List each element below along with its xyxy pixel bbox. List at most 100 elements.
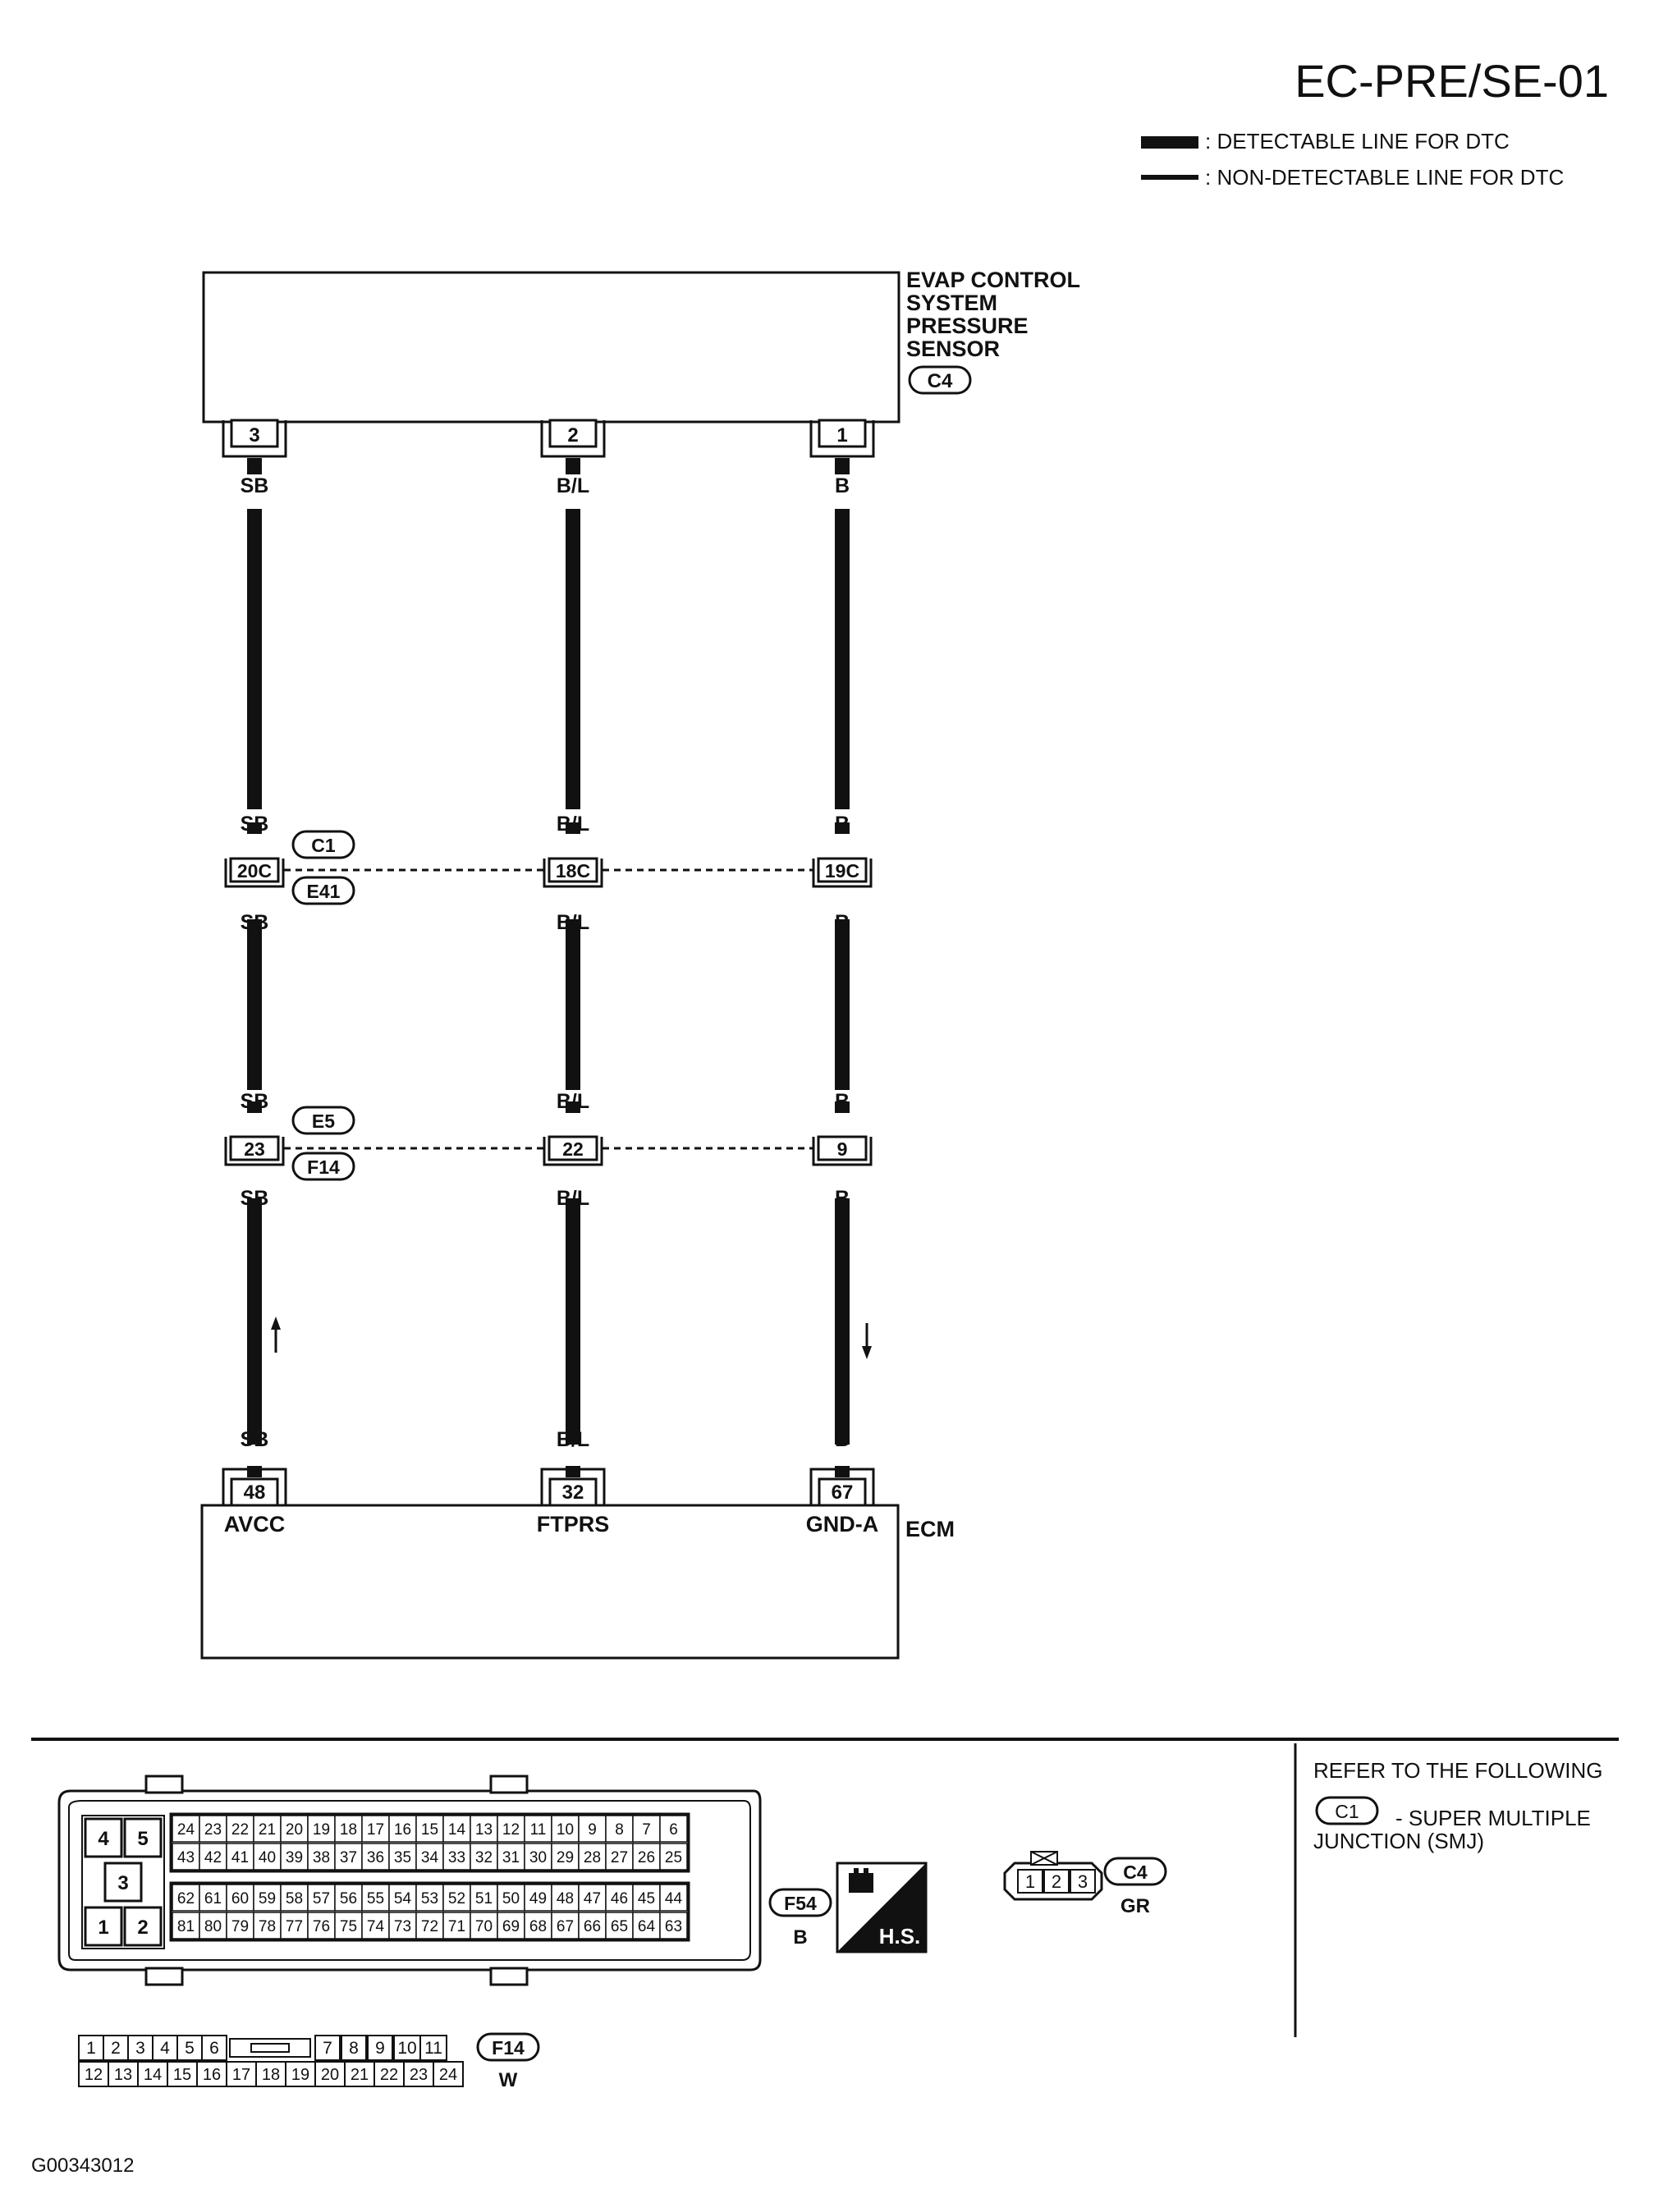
- f54-pin: 37: [340, 1849, 357, 1866]
- f54-inner-shell: [68, 1800, 751, 1961]
- f54-pin: 57: [313, 1890, 330, 1907]
- joint1-bottom-badge: [291, 876, 355, 905]
- f54-pin: 53: [421, 1890, 438, 1907]
- f54-pin: 34: [421, 1849, 439, 1866]
- f14-pin-bottom: 15: [173, 2066, 191, 2084]
- f54-cavity: [659, 1884, 688, 1912]
- refer-text-line-2: JUNCTION (SMJ): [1313, 1829, 1484, 1853]
- f54-pin: 46: [611, 1890, 628, 1907]
- f14-cavity-top: [314, 2035, 341, 2061]
- f54-cavity: [442, 1815, 471, 1843]
- hs-label: H.S.: [879, 1924, 921, 1949]
- f14-cavity-top: [341, 2035, 367, 2061]
- f54-cavity: [442, 1912, 471, 1940]
- wire-color-2-j2-below: B/L: [557, 1187, 589, 1210]
- ecm-pin-1: 48: [244, 1482, 266, 1504]
- f54-pin: 49: [529, 1890, 547, 1907]
- f54-pin: 25: [665, 1849, 682, 1866]
- f54-pin: 66: [584, 1918, 601, 1935]
- sensor-pin-shell-1: [222, 420, 287, 458]
- f14-cavity-top: [201, 2035, 227, 2061]
- f54-side-pin-5: 2: [137, 1917, 148, 1939]
- f54-cavity: [470, 1815, 498, 1843]
- wire-segment-2-3: [566, 919, 580, 1090]
- c4-pin-3: 3: [1078, 1871, 1088, 1892]
- wire-segment-1-5: [247, 1466, 262, 1477]
- f54-cavity: [199, 1815, 227, 1843]
- f54-pin: 64: [638, 1918, 656, 1935]
- detectable-line-sample: [1141, 136, 1198, 149]
- wire-color-1-top: SB: [241, 474, 269, 497]
- f54-grid-block-1: [169, 1812, 690, 1873]
- f54-pin: 68: [529, 1918, 547, 1935]
- ecm-pin-shell-2: [540, 1468, 606, 1505]
- f54-pin: 27: [611, 1849, 628, 1866]
- c4-cavity-3: [1070, 1869, 1096, 1894]
- f14-cavity-top: [367, 2035, 393, 2061]
- f54-side-cavity-1: [84, 1817, 123, 1858]
- f54-pin: 78: [259, 1918, 276, 1935]
- f54-side-block: [81, 1815, 165, 1949]
- f54-cavity: [497, 1843, 525, 1871]
- joint2-pin-3-shell: [812, 1137, 873, 1166]
- f14-pin-top: 8: [349, 2039, 359, 2058]
- f14-cavity-top: [419, 2035, 447, 2061]
- sensor-name-line-4: SENSOR: [906, 337, 1000, 361]
- wire-segment-3-5: [835, 1466, 850, 1477]
- wire-segment-2-4: [566, 1198, 580, 1445]
- f54-cavity: [415, 1843, 444, 1871]
- f54-pin: 71: [448, 1918, 465, 1935]
- f14-pin-bottom: 16: [203, 2066, 221, 2084]
- f14-pin-top: 10: [397, 2039, 416, 2058]
- joint2-pin-3-body: [817, 1135, 868, 1161]
- f54-pin: 14: [448, 1821, 466, 1839]
- wire-segment-3-1: [835, 458, 850, 474]
- f54-id: F54: [784, 1893, 817, 1914]
- wire-segment-1-3: [247, 919, 262, 1090]
- f14-cavity-bottom: [433, 2061, 464, 2087]
- f54-pin: 23: [204, 1821, 222, 1839]
- wire-stub-a-3: [835, 822, 850, 834]
- wire-stub-b-1: [247, 1101, 262, 1113]
- f54-cavity: [415, 1884, 444, 1912]
- f54-latch-top-right: [489, 1775, 529, 1794]
- f54-cavity: [524, 1884, 552, 1912]
- f54-pin: 51: [475, 1890, 493, 1907]
- f54-cavity: [497, 1884, 525, 1912]
- f54-pin: 10: [557, 1821, 574, 1839]
- f54-cavity: [334, 1815, 363, 1843]
- f54-side-cavity-2: [123, 1817, 163, 1858]
- f54-cavity: [280, 1912, 309, 1940]
- c4-color: GR: [1120, 1895, 1150, 1917]
- sensor-pin-body-3: [818, 419, 867, 448]
- ecm-pin-body-1: [230, 1477, 279, 1507]
- f14-key-slot: [229, 2038, 311, 2058]
- hs-plug-icon: [849, 1873, 873, 1893]
- f54-cavity: [334, 1843, 363, 1871]
- hs-triangle: [837, 1863, 926, 1952]
- c4-pin-2: 2: [1052, 1871, 1061, 1892]
- joint2-bottom-badge: [291, 1152, 355, 1181]
- f54-cavity: [253, 1884, 282, 1912]
- f54-outer-shell: [57, 1789, 762, 1972]
- f54-pin: 58: [286, 1890, 303, 1907]
- f54-pin: 52: [448, 1890, 465, 1907]
- joint1-pin-2-number: 18C: [556, 860, 590, 882]
- figure-id: G00343012: [31, 2155, 134, 2177]
- f54-cavity: [442, 1843, 471, 1871]
- f14-key: [250, 2043, 290, 2053]
- f14-cavity-top: [176, 2035, 203, 2061]
- ecm: ECM: [200, 1504, 955, 1660]
- wire-segment-2-1: [566, 458, 580, 474]
- f54-pin: 81: [177, 1918, 195, 1935]
- joint2-pin-1-number: 23: [244, 1138, 265, 1160]
- refer-section: REFER TO THE FOLLOWING C1 - SUPER MULTIP…: [1313, 1758, 1603, 1853]
- f14-cavity-bottom: [314, 2061, 346, 2087]
- f54-pin: 65: [611, 1918, 628, 1935]
- f14-pin-top: 3: [135, 2039, 145, 2058]
- f14-color: W: [499, 2069, 518, 2091]
- f54-cavity: [226, 1815, 254, 1843]
- f14-pin-top: 4: [160, 2039, 170, 2058]
